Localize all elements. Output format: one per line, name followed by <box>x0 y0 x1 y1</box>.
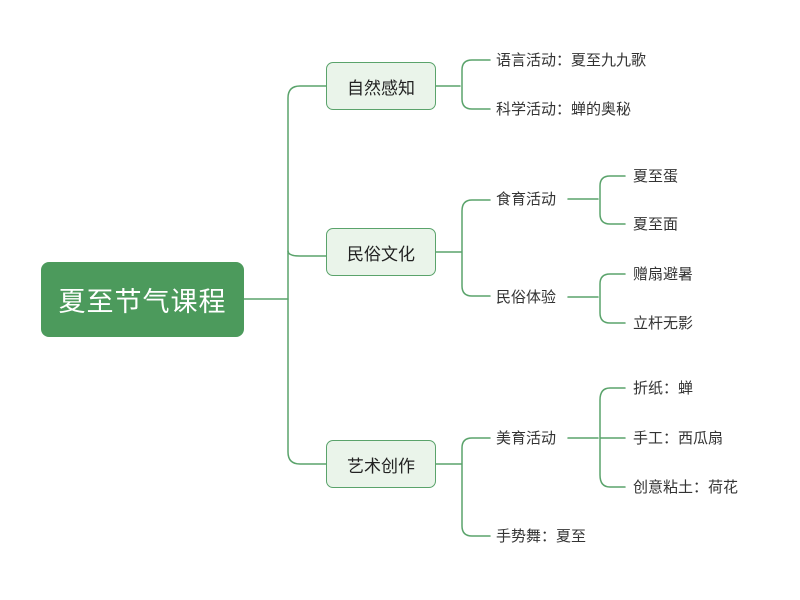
leaf-watermelon-fan: 手工：西瓜扇 <box>633 429 724 447</box>
branch2-connector <box>435 199 491 297</box>
branch-label: 民俗文化 <box>347 244 415 265</box>
branch3-connector <box>435 437 491 537</box>
custom-experience-connector <box>567 273 626 324</box>
branch1-connector <box>435 59 491 110</box>
leaf-summer-egg: 夏至蛋 <box>633 167 679 185</box>
branch-node-art-creation: 艺术创作 <box>326 440 436 488</box>
item-custom-experience: 民俗体验 <box>496 288 557 306</box>
leaf-science-activity: 科学活动：蝉的奥秘 <box>496 100 632 118</box>
leaf-language-activity: 语言活动：夏至九九歌 <box>496 51 647 69</box>
branch-label: 自然感知 <box>347 78 415 99</box>
trunk-connector <box>287 85 327 465</box>
branch-node-nature: 自然感知 <box>326 62 436 110</box>
root-label: 夏至节气课程 <box>58 287 227 318</box>
food-activity-connector <box>567 175 626 225</box>
trunk-middle-connector <box>287 250 327 257</box>
leaf-hand-dance: 手势舞：夏至 <box>496 527 587 545</box>
branch-node-folk-culture: 民俗文化 <box>326 228 436 276</box>
leaf-fan-gift: 赠扇避暑 <box>633 265 694 283</box>
root-node: 夏至节气课程 <box>41 262 244 337</box>
item-art-activity: 美育活动 <box>496 429 557 447</box>
item-food-activity: 食育活动 <box>496 190 557 208</box>
leaf-summer-noodle: 夏至面 <box>633 215 679 233</box>
leaf-no-shadow-pole: 立杆无影 <box>633 314 694 332</box>
art-activity-connector <box>567 387 626 488</box>
leaf-origami-cicada: 折纸：蝉 <box>633 379 694 397</box>
leaf-clay-lotus: 创意粘土：荷花 <box>633 478 739 496</box>
branch-label: 艺术创作 <box>347 456 415 477</box>
